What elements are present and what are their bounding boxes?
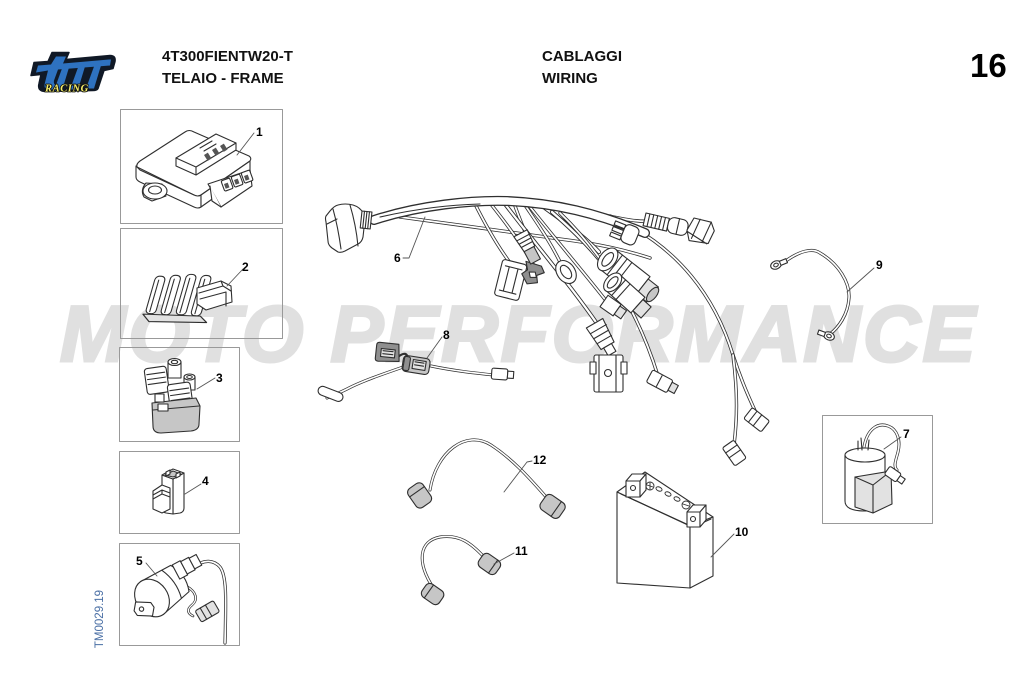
svg-text:2: 2 <box>242 260 249 274</box>
svg-text:5: 5 <box>136 554 143 568</box>
svg-text:4: 4 <box>202 474 209 488</box>
svg-text:3: 3 <box>216 371 223 385</box>
svg-text:7: 7 <box>903 427 910 441</box>
svg-text:10: 10 <box>735 525 749 539</box>
svg-text:12: 12 <box>533 453 547 467</box>
svg-text:6: 6 <box>394 251 401 265</box>
svg-text:9: 9 <box>876 258 883 272</box>
svg-text:8: 8 <box>443 328 450 342</box>
svg-text:1: 1 <box>256 125 263 139</box>
svg-text:11: 11 <box>515 544 528 558</box>
svg-text:RACING: RACING <box>44 84 89 95</box>
